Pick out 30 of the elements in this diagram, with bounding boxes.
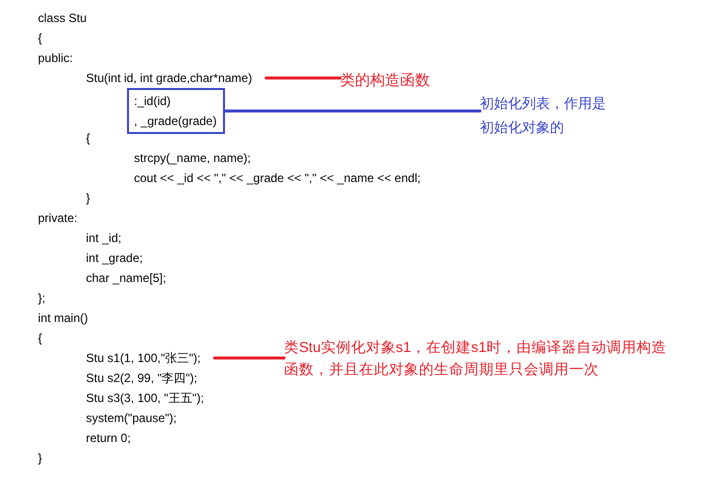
code-line: int _grade; [86,250,143,266]
code-line: } [38,450,42,466]
code-line: Stu s3(3, 100, "王五"); [86,390,204,406]
code-line: strcpy(_name, name); [134,150,251,166]
code-line: Stu s1(1, 100,"张三"); [86,350,215,366]
code-line: return 0; [86,430,131,446]
highlight-box [127,88,225,134]
leader-line [224,110,482,112]
code-line: int _id; [86,230,122,246]
code-line: Stu s2(2, 99, "李四"); [86,370,198,386]
code-line: system("pause"); [86,410,177,426]
code-line: :_id(id) [134,93,172,110]
code-line: { [86,130,90,146]
code-line: public: [38,50,73,66]
code-line: { [38,330,42,346]
code-line: class Stu [38,10,87,26]
code-line: char _name[5]; [86,270,166,286]
code-line: { [38,30,42,46]
code-line: private: [38,210,78,226]
code-line: int main() [38,310,88,326]
code-line: , _grade(grade) [134,113,218,130]
leader-line [264,76,342,80]
leader-line [213,356,286,360]
code-line: cout << _id << "," << _grade << "," << _name << endl; [134,170,421,186]
code-line: } [86,190,90,206]
code-line: Stu(int id, int grade,char*name) [86,70,266,86]
code-line: }; [38,290,46,306]
annotation-text: 类Stu实例化对象s1，在创建s1时，由编译器自动调用构造函数，并且在此对象的生命周期里只会调用一次 [284,337,672,381]
annotation-text: 初始化列表，作用是初始化对象的 [480,91,612,139]
annotation-text: 类的构造函数 [340,70,470,92]
